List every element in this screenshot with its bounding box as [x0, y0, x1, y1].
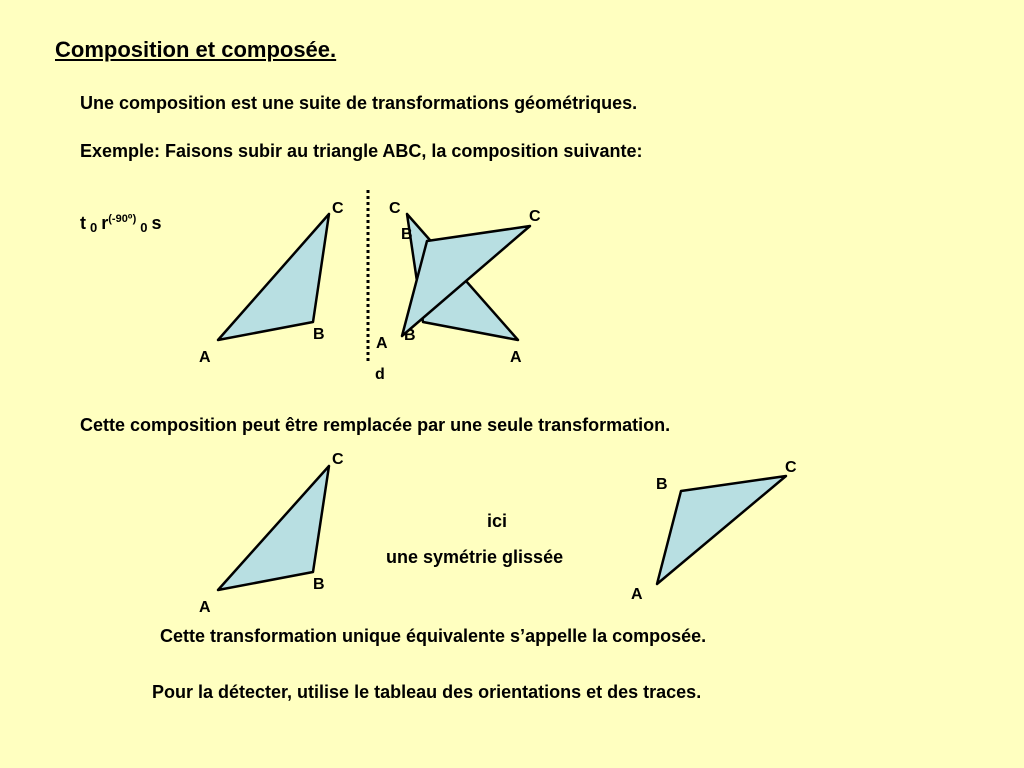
slide-title: Composition et composée.	[55, 37, 337, 62]
ici-text: ici	[487, 511, 508, 531]
label-a-rotated: A	[510, 349, 522, 366]
triangle-original-top	[216, 212, 331, 342]
label-a-reflected: A	[376, 335, 388, 352]
triangle-composee	[655, 474, 788, 586]
triangle-final-top	[400, 224, 532, 338]
formula-sub-2: 0	[140, 220, 148, 235]
triangle-original-bottom	[216, 464, 331, 592]
formula-t: t	[80, 213, 86, 233]
label-c-final-top: C	[529, 208, 541, 225]
formula-r-angle: (-90⁰)	[108, 213, 137, 225]
label-a-composee: A	[631, 586, 643, 603]
label-b-original-bottom: B	[313, 576, 325, 593]
formula-s: s	[151, 213, 162, 233]
label-b-original-top: B	[313, 326, 325, 343]
label-a-original-bottom: A	[199, 599, 211, 616]
label-c-original-top: C	[332, 200, 344, 217]
formula-r: r	[101, 213, 109, 233]
replace-text: Cette composition peut être remplacée pa…	[80, 415, 671, 435]
equivalent-text: Cette transformation unique équivalente …	[160, 626, 707, 646]
label-c-original-bottom: C	[332, 451, 344, 468]
detect-text: Pour la détecter, utilise le tableau des…	[152, 682, 702, 702]
label-c-rotated: C	[389, 200, 401, 217]
label-b-rotated: B	[404, 327, 416, 344]
label-b-final-top: B	[401, 226, 413, 243]
glide-text: une symétrie glissée	[386, 547, 564, 567]
intro-text: Une composition est une suite de transfo…	[80, 93, 638, 113]
label-d: d	[375, 366, 385, 383]
label-a-original-top: A	[199, 349, 211, 366]
label-b-composee: B	[656, 476, 668, 493]
label-c-composee: C	[785, 459, 797, 476]
formula-sub-1: 0	[90, 220, 98, 235]
example-text: Exemple: Faisons subir au triangle ABC, …	[80, 141, 643, 161]
